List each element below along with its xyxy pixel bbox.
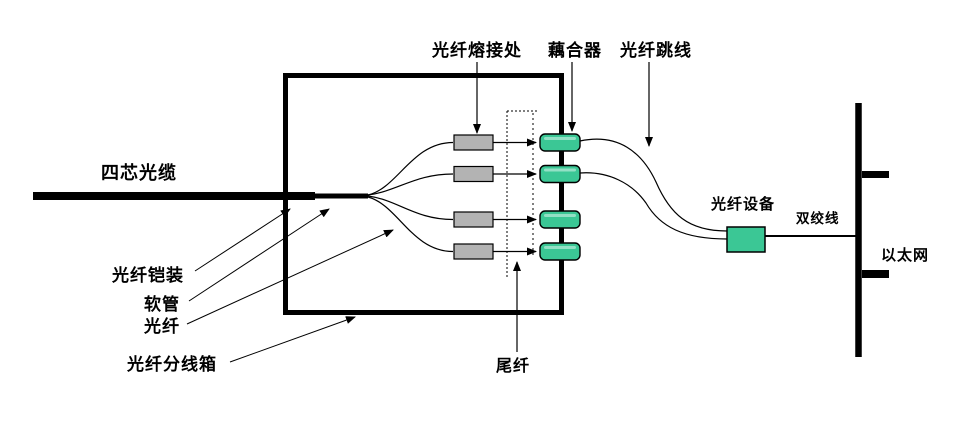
pigtail-label: 尾纤: [496, 356, 531, 375]
coupler-1: [539, 133, 581, 152]
coupler-label: 藕合器: [548, 41, 602, 61]
fusion-splice-label: 光纤熔接处: [432, 41, 522, 61]
distribution-box-callout-arrow: [229, 316, 356, 363]
ethernet-label: 以太网: [881, 246, 930, 264]
fusion-splice-box-4: [453, 243, 494, 260]
coupler-4: [539, 242, 581, 261]
soft-tube-callout-arrow: [188, 208, 330, 302]
coupler-group: [539, 133, 581, 261]
fiber-callout-arrow: [186, 229, 394, 325]
soft-tube-label: 软管: [144, 295, 180, 315]
twisted-pair-label: 双绞线: [796, 211, 840, 227]
fiber-jumper-label: 光纤跳线: [620, 41, 692, 61]
coupler-3: [539, 210, 581, 229]
coupler-2-highlight: [544, 168, 576, 172]
fiber-armor-callout-arrow: [194, 208, 291, 272]
coupler-1-highlight: [544, 137, 576, 140]
four-core-cable-label: 四芯光缆: [101, 163, 177, 184]
coupler-4-highlight: [544, 246, 576, 249]
fiber-strand-4: [367, 196, 454, 253]
coupler-2: [539, 164, 581, 184]
fiber-jumper-line-2: [579, 172, 728, 240]
fusion-splice-box-1: [453, 134, 494, 151]
fiber-label: 光纤: [144, 317, 180, 337]
fiber-strand-1: [367, 141, 454, 196]
fiber-strand-2: [367, 173, 454, 196]
fiber-device-box: [726, 226, 766, 253]
fusion-splice-box-3: [453, 211, 494, 228]
fiber-strand-3: [367, 195, 454, 221]
fiber-armor-label: 光纤铠装: [112, 266, 184, 286]
coupler-3-highlight: [544, 214, 576, 217]
fusion-splice-box-2: [453, 165, 494, 183]
fiber-device-label: 光纤设备: [711, 195, 776, 213]
fiber-distribution-box-label: 光纤分线箱: [127, 355, 217, 375]
fiber-jumper-line-1: [579, 138, 728, 232]
